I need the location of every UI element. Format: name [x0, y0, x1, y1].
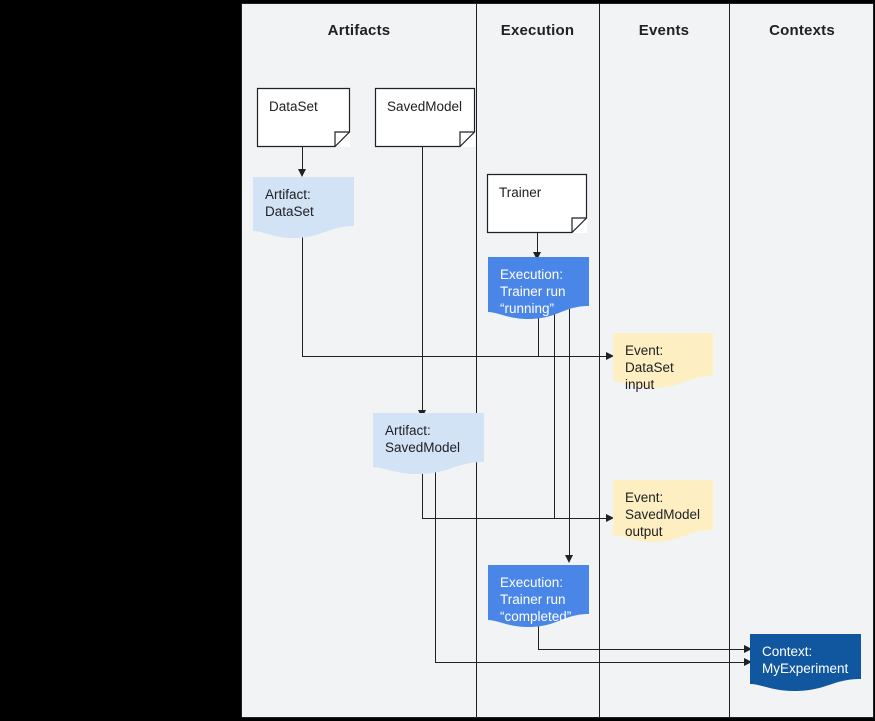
lane-divider-artifacts-execution [476, 4, 477, 717]
node-execution-running[interactable]: Execution: Trainer run “running” [488, 256, 589, 321]
document-shape-icon [256, 87, 351, 148]
note-shape-icon [253, 177, 354, 238]
connector-execution-running-to-completed [569, 309, 571, 558]
node-label-event-savedmodel-output: Event: SavedModel output [625, 490, 701, 539]
lane-title-events: Events [638, 22, 690, 39]
connector-artifact-dataset-down [302, 228, 304, 357]
node-label-trainer: Trainer [499, 185, 542, 200]
note-shape-icon [488, 565, 589, 627]
node-label-dataset: DataSet [269, 99, 318, 114]
lane-title-contexts: Contexts [769, 22, 835, 39]
connector-artifact-savedmodel-to-context [435, 662, 747, 664]
note-shape-icon [613, 333, 713, 388]
lane-divider-events-contexts [729, 4, 730, 717]
arrowhead-execution-completed-to-context [744, 645, 752, 653]
diagram-canvas: Artifacts Execution Events Contexts [241, 3, 874, 718]
note-shape-icon [488, 257, 589, 319]
connector-execution-completed-to-context-v [538, 619, 540, 650]
node-document-dataset[interactable]: DataSet [256, 87, 351, 148]
arrowhead-artifact-dataset-to-event [606, 352, 614, 360]
connector-artifact-savedmodel-to-event [422, 518, 609, 520]
node-label-artifact-savedmodel: Artifact: SavedModel [385, 423, 461, 455]
connector-artifact-savedmodel-down-a [422, 466, 424, 519]
node-execution-completed[interactable]: Execution: Trainer run “completed” [488, 564, 589, 629]
node-document-savedmodel[interactable]: SavedModel [374, 87, 476, 148]
connector-execution-completed-to-context-h [538, 649, 747, 651]
arrowhead-dataset-to-artifact [298, 169, 306, 177]
lane-title-execution: Execution [500, 22, 575, 39]
node-label-artifact-dataset: Artifact: DataSet [265, 187, 314, 219]
connector-execution-running-to-event-dataset-h [538, 356, 609, 358]
node-context-myexperiment[interactable]: Context: MyExperiment [750, 633, 861, 693]
node-artifact-savedmodel[interactable]: Artifact: SavedModel [373, 412, 484, 476]
node-document-trainer[interactable]: Trainer [486, 173, 588, 234]
document-shape-icon [486, 173, 588, 234]
connector-trainer-to-execution [537, 233, 539, 255]
connector-execution-running-to-event-dataset [538, 309, 540, 357]
node-event-dataset-input[interactable]: Event: DataSet input [613, 332, 713, 392]
connector-execution-running-to-event-savedmodel [554, 309, 556, 519]
lane-title-artifacts: Artifacts [327, 22, 391, 39]
document-shape-icon [374, 87, 476, 148]
node-label-context-myexperiment: Context: MyExperiment [762, 644, 849, 676]
connector-artifact-dataset-to-event [302, 356, 609, 358]
node-label-execution-completed: Execution: Trainer run “completed” [500, 575, 572, 624]
note-shape-icon [750, 634, 861, 691]
note-shape-icon [373, 413, 484, 474]
arrowhead-execution-running-to-completed [565, 555, 573, 563]
node-label-event-dataset-input: Event: DataSet input [625, 343, 674, 392]
arrowhead-artifact-savedmodel-to-context [744, 658, 752, 666]
note-shape-icon [613, 480, 713, 542]
node-artifact-dataset[interactable]: Artifact: DataSet [253, 176, 354, 240]
node-label-execution-running: Execution: Trainer run “running” [500, 267, 566, 316]
arrowhead-artifact-savedmodel-to-event [606, 514, 614, 522]
connector-dataset-to-artifact [302, 146, 304, 171]
node-label-savedmodel: SavedModel [387, 99, 463, 114]
connector-savedmodel-to-artifact [422, 146, 424, 413]
connector-execution-running-to-event-savedmodel-h [554, 518, 609, 520]
connector-artifact-savedmodel-down-b [435, 466, 437, 663]
arrowhead-trainer-to-execution [533, 252, 541, 260]
lane-divider-execution-events [599, 4, 600, 717]
node-event-savedmodel-output[interactable]: Event: SavedModel output [613, 479, 713, 544]
